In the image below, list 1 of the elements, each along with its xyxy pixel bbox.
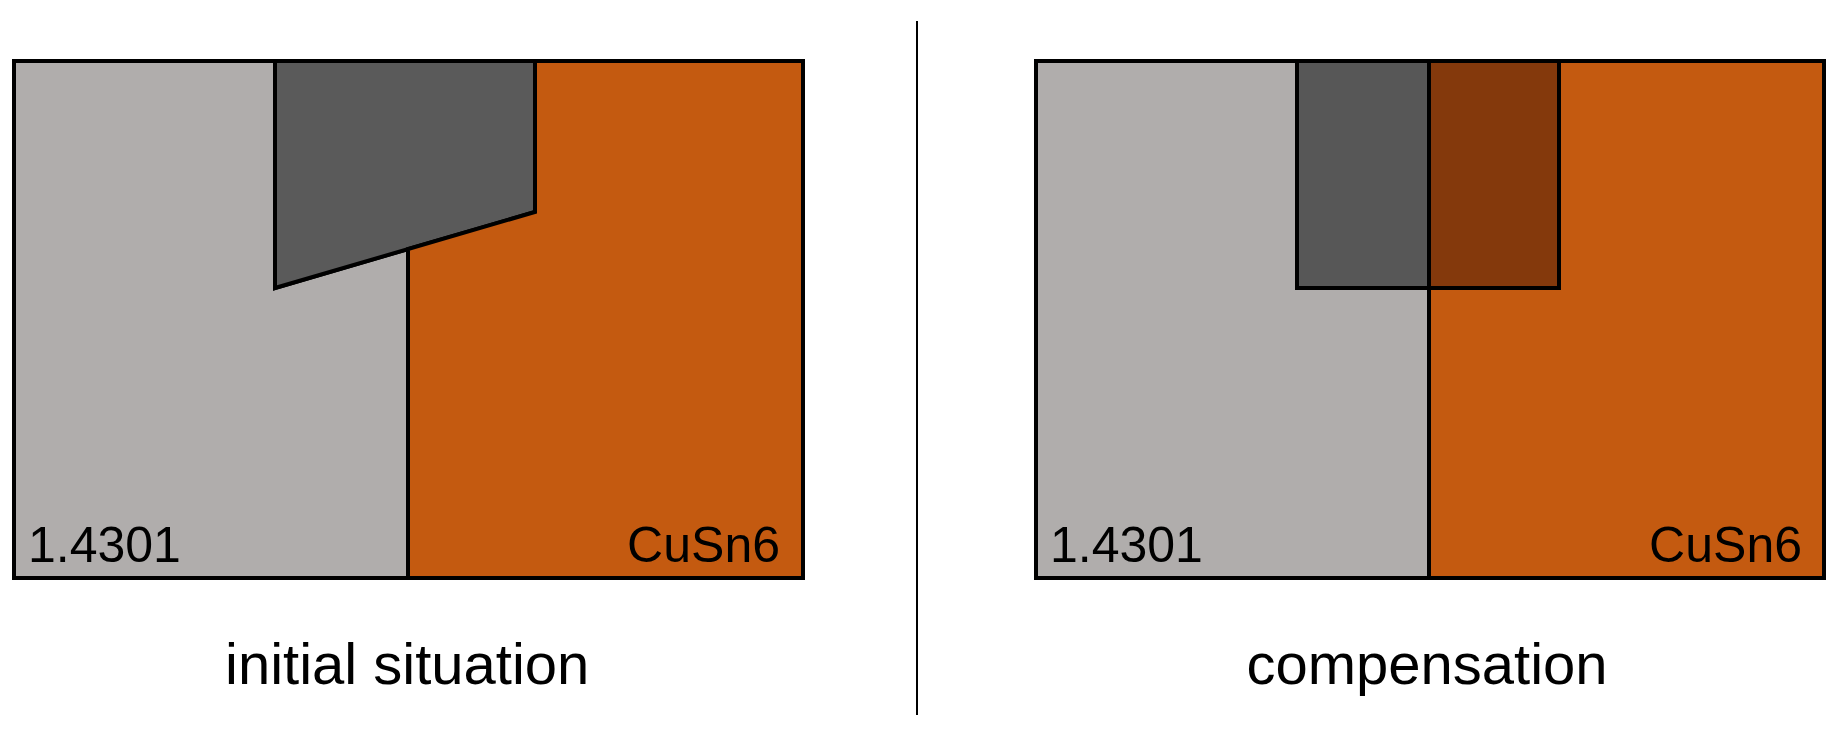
panel-caption: initial situation <box>225 635 590 693</box>
